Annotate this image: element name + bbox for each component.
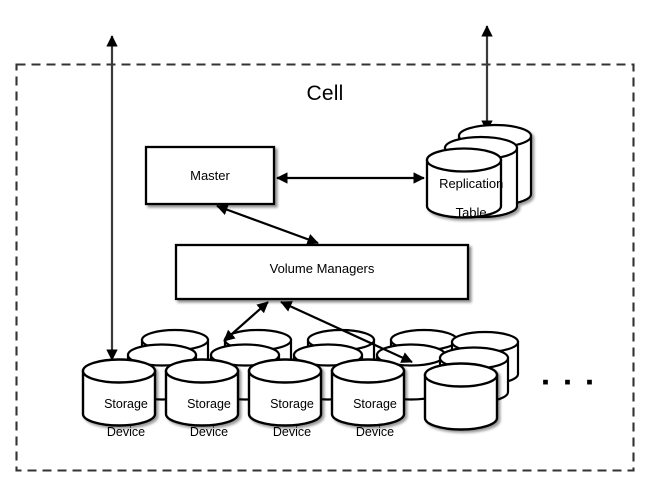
edge-volume-managers-storage-right bbox=[280, 300, 413, 364]
replication-table-node[interactable] bbox=[425, 123, 533, 219]
replication-table-cylinder-front bbox=[425, 147, 503, 219]
edge-master-volume-managers bbox=[216, 204, 319, 245]
storage-row-front bbox=[81, 358, 499, 431]
cell-boundary bbox=[15, 63, 635, 472]
storage-device-node[interactable] bbox=[330, 358, 406, 427]
storage-device-array bbox=[81, 328, 520, 431]
storage-device-node[interactable] bbox=[247, 358, 323, 427]
volume-managers-node[interactable] bbox=[174, 243, 470, 301]
master-node[interactable] bbox=[144, 145, 276, 206]
edge-volume-managers-storage-left bbox=[223, 301, 269, 342]
storage-device-node[interactable] bbox=[423, 362, 499, 431]
storage-device-node[interactable] bbox=[81, 358, 157, 427]
storage-device-node[interactable] bbox=[164, 358, 240, 427]
